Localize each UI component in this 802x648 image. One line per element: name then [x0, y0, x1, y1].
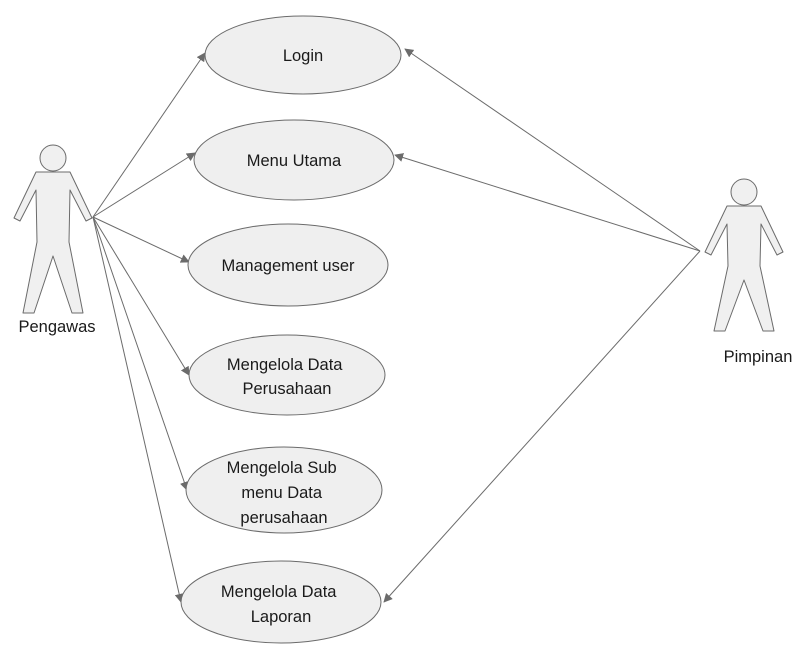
- actor-label-pimpinan: Pimpinan: [724, 348, 793, 366]
- use-case-label-line-1: Mengelola Data: [227, 356, 343, 374]
- edge-pengawas-data-perusahaan: [92, 216, 190, 376]
- use-case-label: Login: [283, 47, 323, 65]
- actor-label-pengawas: Pengawas: [18, 318, 95, 336]
- use-case-mengelola-sub-menu[interactable]: Mengelola Sub menu Data perusahaan: [185, 446, 383, 534]
- use-case-login[interactable]: Login: [204, 15, 402, 95]
- actor-pengawas[interactable]: Pengawas: [13, 144, 96, 336]
- use-case-mengelola-data-perusahaan[interactable]: Mengelola Data Perusahaan: [188, 334, 386, 416]
- svg-text:Menu Utama: Menu Utama: [247, 152, 342, 170]
- edge-pengawas-sub-menu: [92, 216, 189, 491]
- use-case-label-line-2: Perusahaan: [243, 380, 332, 398]
- edge-pimpinan-data-laporan: [383, 250, 701, 603]
- actor-pimpinan[interactable]: Pimpinan: [704, 178, 793, 366]
- edge-pimpinan-login: [404, 48, 701, 252]
- use-case-label-line-3: perusahaan: [240, 509, 327, 527]
- use-case-label-line-1: Mengelola Data: [221, 583, 337, 601]
- use-case-label-line-2: Laporan: [251, 608, 312, 626]
- svg-text:Login: Login: [283, 47, 323, 65]
- use-case-label: Management user: [222, 257, 355, 275]
- actor-figure-icon: [13, 144, 93, 314]
- use-case-management-user[interactable]: Management user: [187, 223, 389, 307]
- edge-pengawas-login: [92, 52, 206, 218]
- use-case-label: Menu Utama: [247, 152, 342, 170]
- use-case-menu-utama[interactable]: Menu Utama: [193, 119, 395, 201]
- use-case-label-line-2: menu Data: [241, 484, 323, 502]
- edge-pengawas-data-laporan: [92, 216, 184, 603]
- edge-pimpinan-menu-utama: [394, 153, 701, 252]
- svg-text:Mengelola Sub menu Dat: Mengelola Sub menu Data perusahaan: [227, 459, 342, 527]
- edge-pengawas-menu-utama: [92, 152, 196, 218]
- edge-pengawas-management-user: [92, 216, 190, 263]
- associations: [92, 48, 701, 603]
- use-case-mengelola-data-laporan[interactable]: Mengelola Data Laporan: [180, 560, 382, 644]
- actor-figure-icon: [704, 178, 784, 332]
- use-case-label-line-1: Mengelola Sub: [227, 459, 337, 477]
- use-cases: Login Menu Utama Management user Mengelo…: [180, 15, 402, 644]
- svg-text:Mengelola Data Laporan: Mengelola Data Laporan: [221, 583, 341, 626]
- svg-text:Management user: Management user: [222, 257, 355, 275]
- svg-text:Mengelola Data Perusah: Mengelola Data Perusahaan: [227, 356, 347, 398]
